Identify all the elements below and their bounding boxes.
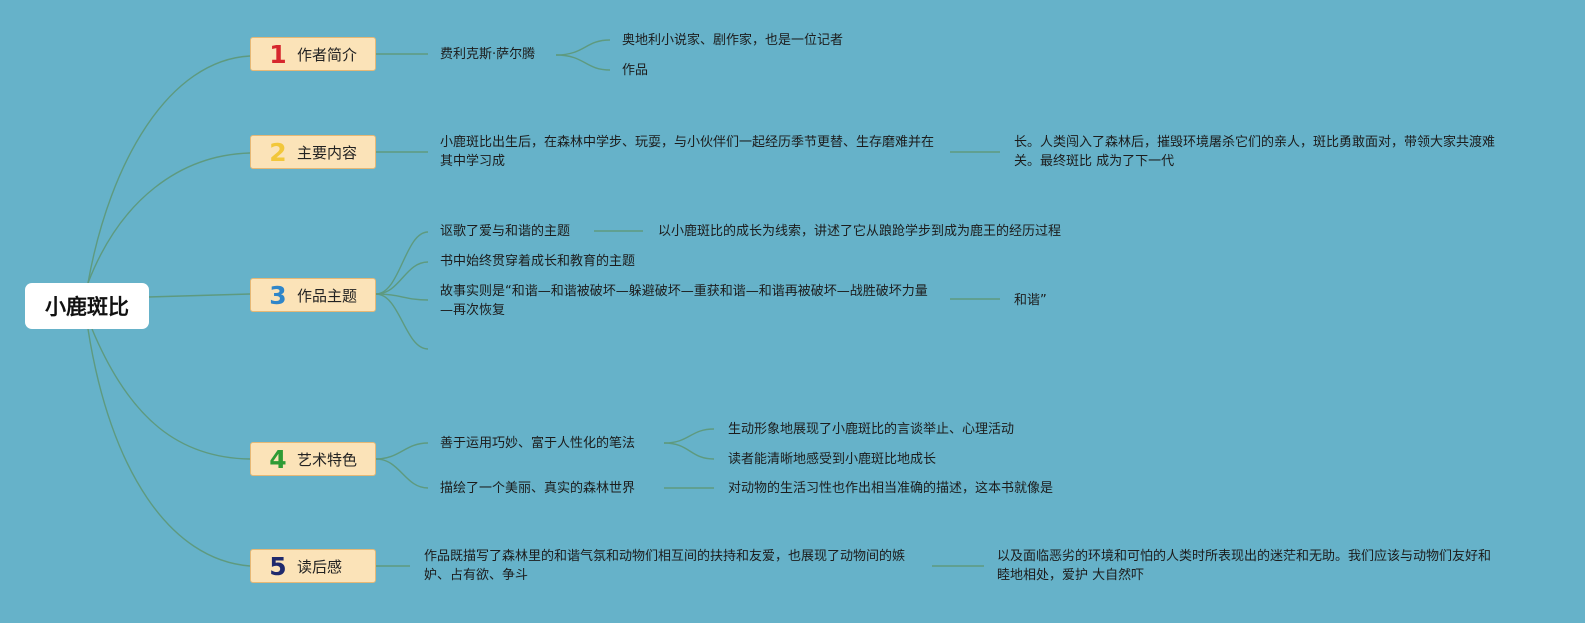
branch-label: 读后感: [297, 557, 343, 576]
b3-fork-3: [375, 293, 429, 301]
b3-fork-2: [375, 261, 429, 295]
root-label: 小鹿斑比: [45, 295, 129, 319]
author-detail[interactable]: 奥地利小说家、剧作家，也是一位记者: [622, 33, 844, 48]
branch-reflection[interactable]: 5 读后感: [250, 549, 376, 583]
branch-label: 艺术特色: [297, 450, 358, 469]
root-link-3: [147, 293, 251, 298]
branch-label: 作者简介: [297, 45, 358, 64]
root-link-2: [87, 152, 251, 284]
root-link-4: [91, 328, 251, 460]
theme-item-love[interactable]: 讴歌了爱与和谐的主题: [440, 224, 571, 239]
main-content-text[interactable]: 小鹿斑比出生后，在森林中学步、玩耍，与小伙伴们一起经历季节更替、生存磨难并在其中…: [440, 135, 935, 169]
b1-fork-1: [555, 39, 611, 56]
root-link-1: [87, 55, 251, 284]
b4-sub-fork-1: [663, 428, 715, 444]
reflection-continued[interactable]: 以及面临恶劣的环境和可怕的人类时所表现出的迷茫和无助。我们应该与动物们友好和睦地…: [997, 549, 1492, 583]
root-node[interactable]: 小鹿斑比: [25, 283, 149, 329]
branch-number: 5: [269, 551, 287, 581]
theme-item-growth[interactable]: 书中始终贯穿着成长和教育的主题: [440, 254, 636, 269]
art-item-forest-detail[interactable]: 对动物的生活习性也作出相当准确的描述，这本书就像是: [728, 481, 1054, 496]
branch-label: 主要内容: [297, 143, 358, 162]
b3-fork-4: [375, 293, 429, 350]
art-item-forest[interactable]: 描绘了一个美丽、真实的森林世界: [440, 481, 636, 496]
branch-label: 作品主题: [297, 286, 358, 305]
art-item-writing-detail-1[interactable]: 生动形象地展现了小鹿斑比的言谈举止、心理活动: [728, 422, 1015, 437]
branch-theme[interactable]: 3 作品主题: [250, 278, 376, 312]
art-item-writing[interactable]: 善于运用巧妙、富于人性化的笔法: [440, 436, 636, 451]
branch-number: 3: [269, 280, 287, 310]
theme-item-story[interactable]: 故事实则是“和谐—和谐被破坏—躲避破坏—重获和谐—和谐再被破坏—战胜破坏力量—再…: [440, 284, 928, 318]
theme-item-love-detail[interactable]: 以小鹿斑比的成长为线索，讲述了它从踉跄学步到成为鹿王的经历过程: [658, 224, 1062, 239]
b4-sub-fork-2: [663, 442, 715, 460]
b1-fork-2: [555, 54, 611, 71]
main-content-continued[interactable]: 长。人类闯入了森林后，摧毁环境屠杀它们的亲人，斑比勇敢面对，带领大家共渡难关。最…: [1014, 135, 1496, 169]
branch-number: 1: [269, 39, 287, 69]
b4-fork-2: [375, 458, 429, 489]
author-name[interactable]: 费利克斯·萨尔腾: [440, 47, 536, 62]
theme-item-story-continued[interactable]: 和谐”: [1014, 293, 1047, 308]
branch-main-content[interactable]: 2 主要内容: [250, 135, 376, 169]
root-link-5: [87, 328, 251, 567]
branch-number: 4: [269, 444, 287, 474]
branch-number: 2: [269, 137, 287, 167]
branch-author-intro[interactable]: 1 作者简介: [250, 37, 376, 71]
b3-fork-1: [375, 231, 429, 295]
b4-fork-1: [375, 442, 429, 460]
branch-art-features[interactable]: 4 艺术特色: [250, 442, 376, 476]
author-works[interactable]: 作品: [622, 63, 649, 78]
art-item-writing-detail-2[interactable]: 读者能清晰地感受到小鹿斑比地成长: [728, 452, 937, 467]
reflection-text[interactable]: 作品既描写了森林里的和谐气氛和动物们相互间的扶持和友爱，也展现了动物间的嫉妒、占…: [424, 549, 906, 583]
